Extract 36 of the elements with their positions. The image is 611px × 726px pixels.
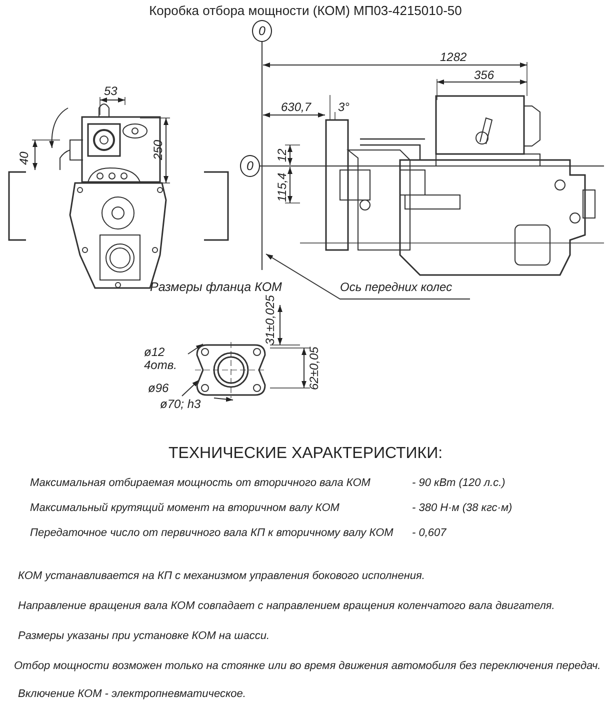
- spec-name: Максимальная отбираемая мощность от вторичного вала КОМ: [30, 477, 370, 490]
- callout-text: ø96: [148, 382, 170, 396]
- tolerance-value: 62±0,05: [308, 346, 322, 390]
- note-text: Направление вращения вала КОМ совпадает с направлением вращения коленчатого вала двигателя.: [18, 600, 555, 612]
- dimension-value: 356: [474, 69, 494, 82]
- note-text: КОМ устанавливается на КП с механизмом управления бокового исполнения.: [18, 570, 425, 582]
- datum-marker: 0: [252, 20, 272, 42]
- dimension-value: 40: [18, 152, 32, 165]
- note-text: Размеры указаны при установке КОМ на шасси.: [18, 630, 270, 642]
- datum-marker: 0: [240, 155, 260, 177]
- section-heading: ТЕХНИЧЕСКИЕ ХАРАКТЕРИСТИКИ:: [167, 445, 444, 463]
- axis-label: Ось передних колес: [340, 281, 454, 294]
- leader-line: [214, 396, 234, 402]
- spec-name: Максимальный крутящий момент на вторичном валу КОМ: [30, 502, 340, 514]
- spec-name: Передаточное число от первичного вала КП к вторичному валу КОМ: [30, 527, 394, 540]
- leader-line: [266, 254, 470, 300]
- spec-value: - 90 кВт (120 л.с.): [412, 477, 506, 490]
- leader-line: [182, 380, 200, 396]
- dimension-value: 1282: [440, 51, 467, 64]
- dimension-value: 115,4: [276, 172, 290, 202]
- note-text: Включение КОМ - электропневматическое.: [18, 688, 246, 700]
- leader-line: [188, 344, 204, 354]
- view-caption: Размеры фланца КОМ: [150, 281, 282, 295]
- angle-value: 3°: [338, 101, 350, 114]
- spec-value: - 380 Н·м (38 кгс·м): [412, 502, 512, 514]
- diagram-title: Коробка отбора мощности (КОМ) МП03-4215010-50: [148, 4, 463, 18]
- callout-text: 4отв.: [144, 359, 178, 372]
- callout-text: ø70; h3: [160, 398, 202, 412]
- callout-text: ø12: [144, 346, 166, 360]
- dimension-value: 630,7: [281, 101, 312, 114]
- note-text: Отбор мощности возможен только на стоянке или во время движения автомобиля без переключения передач.: [14, 660, 601, 672]
- dimension-value: 250: [152, 140, 166, 160]
- tolerance-value: 31±0,025: [264, 295, 278, 345]
- dimension-value: 53: [104, 85, 118, 98]
- spec-value: - 0,607: [412, 527, 446, 540]
- dimension-value: 12: [276, 148, 290, 162]
